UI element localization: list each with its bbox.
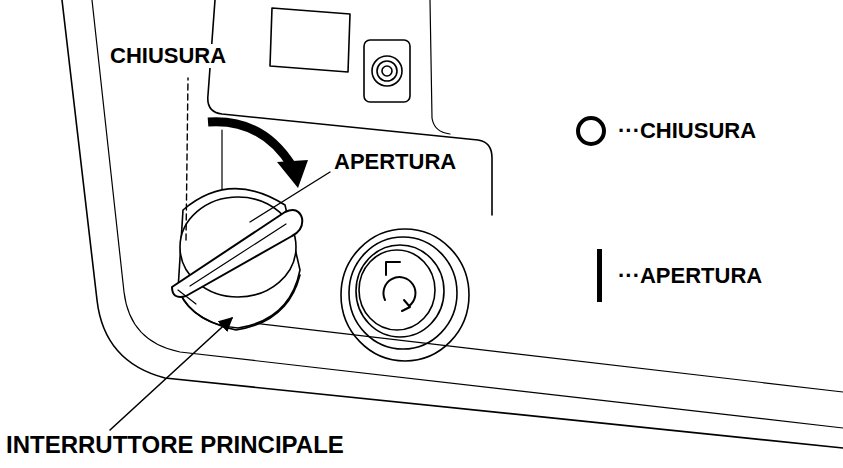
rotation-arrow: [208, 122, 292, 166]
leader-line: [110, 318, 232, 430]
legend-text: ···APERTURA: [616, 264, 764, 288]
panel-recess: [430, 0, 450, 134]
housing-edge: [92, 0, 843, 428]
panel-recess: [208, 0, 492, 215]
display-window: [270, 8, 350, 72]
closed-position-line: [186, 78, 188, 240]
panel-recess: [222, 130, 843, 392]
part-label: INTERRUTTORE PRINCIPALE: [4, 432, 346, 458]
socket: [364, 40, 410, 102]
leader-line: [250, 172, 330, 222]
on-symbol: [597, 249, 602, 302]
off-symbol: [578, 118, 604, 144]
part-label: APERTURA: [332, 150, 458, 174]
housing-edge: [62, 0, 843, 448]
part-label: CHIUSURA: [108, 44, 228, 68]
start-button: [341, 229, 469, 361]
legend-text: ···CHIUSURA: [616, 119, 758, 143]
